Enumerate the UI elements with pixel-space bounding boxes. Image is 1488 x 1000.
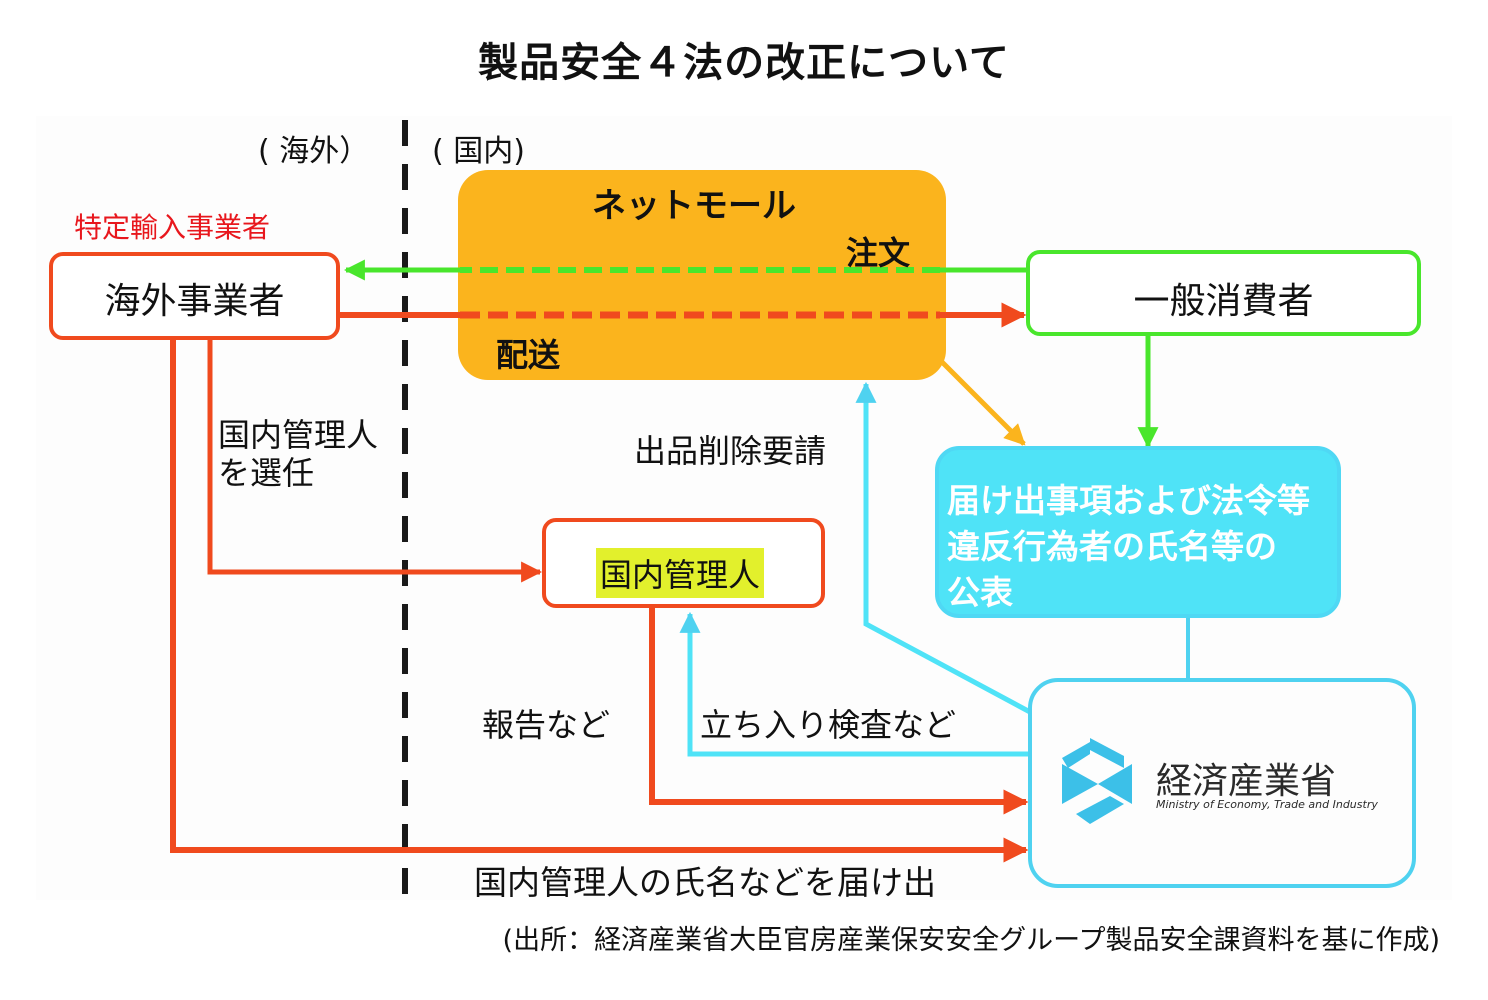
meti-node: 経済産業省 Ministry of Economy, Trade and Ind… [1028,678,1416,888]
order-label: 注文 [846,234,911,272]
appoint-manager-arrow [207,340,543,583]
consumer-node: 一般消費者 [1026,250,1421,336]
publication-label-line3: 公表 [947,573,1013,612]
publication-label-line2: 違反行為者の氏名等の [947,527,1277,566]
specified-importer-label: 特定輸入事業者 [74,211,271,244]
delivery-label: 配送 [496,336,561,374]
report-arrow [649,606,1029,815]
region-overseas-label: ( 海外） [258,134,370,169]
overseas-business-node: 海外事業者 [49,252,340,340]
publication-node: 届け出事項および法令等 違反行為者の氏名等の 公表 [935,446,1341,618]
inspection-arrow [679,611,1030,757]
net-mall-label: ネットモール [592,186,796,226]
report-label: 報告など [482,706,611,744]
publication-label: 届け出事項および法令等 違反行為者の氏名等の 公表 [947,478,1310,616]
appoint-manager-label-line2: を選任 [218,454,315,492]
notify-manager-name-label: 国内管理人の氏名などを届け出 [474,863,936,902]
region-domestic-label: ( 国内) [432,134,525,169]
meti-logo-icon [1062,738,1132,824]
consumer-label: 一般消費者 [1133,281,1314,322]
overseas-business-label: 海外事業者 [104,281,285,322]
meti-name: 経済産業省 [1156,761,1337,802]
domestic-manager-label: 国内管理人 [596,548,765,598]
source-citation: (出所：経済産業省大臣官房産業保安安全グループ製品安全課資料を基に作成) [502,925,1440,956]
delisting-request-label: 出品削除要請 [634,432,827,470]
net-mall-box [458,170,946,380]
inspection-label: 立ち入り検査など [700,706,957,744]
meti-english-name: Ministry of Economy, Trade and Industry [1156,798,1378,811]
netmall-to-publication-arrow [940,360,1026,446]
publication-label-line1: 届け出事項および法令等 [947,481,1310,520]
domestic-manager-node: 国内管理人 [542,518,825,608]
notify-manager-name-arrow [170,340,1029,863]
delisting-request-arrow [855,381,1032,715]
diagram-title: 製品安全４法の改正について [478,40,1010,86]
appoint-manager-label: 国内管理人 を選任 [218,416,378,492]
appoint-manager-label-line1: 国内管理人 [218,416,379,454]
